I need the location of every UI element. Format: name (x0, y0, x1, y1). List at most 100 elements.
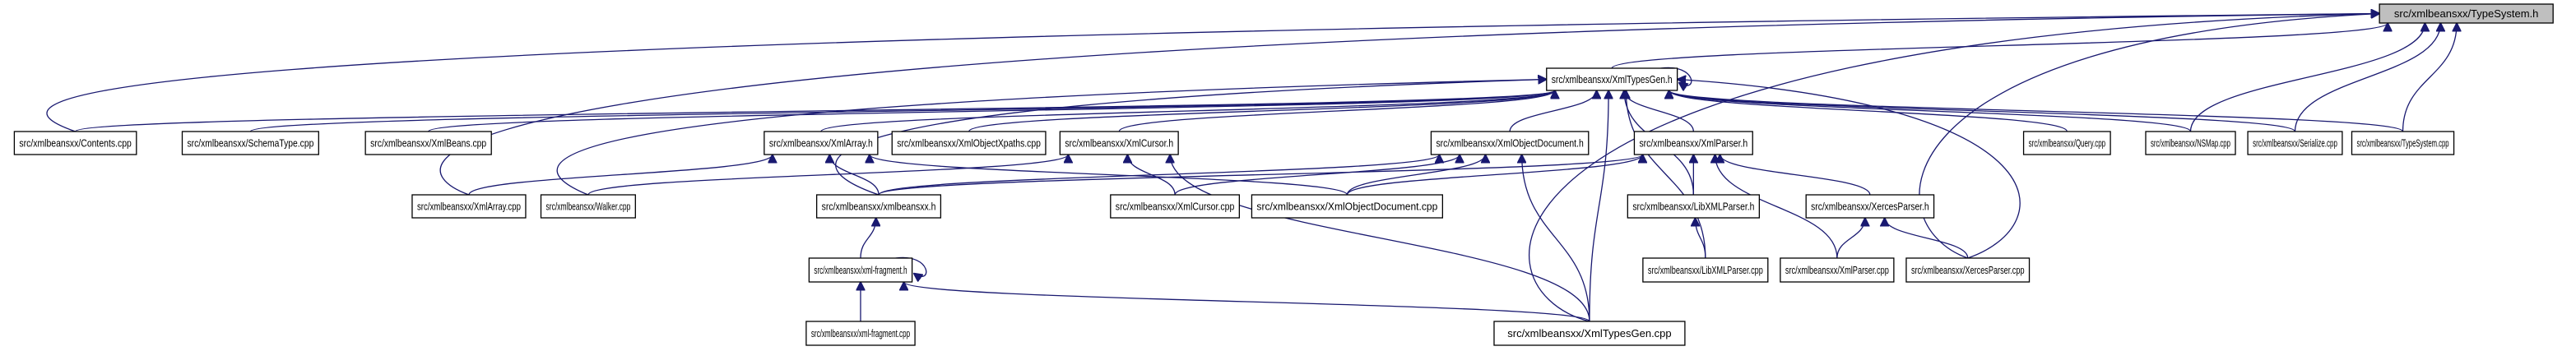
edge-xercesparser_cpp-to-typesystem_h (1919, 14, 2379, 259)
node-label: src/xmlbeansxx/XmlTypesGen.cpp (1507, 327, 1671, 339)
edge-contents_cpp-to-typesystem_h (46, 14, 2379, 132)
edge-xmlbeansxx_h-to-xmlarray_h (829, 155, 880, 196)
edge-xmlparser_cpp-to-xercesparser_h (1836, 218, 1865, 259)
edge-typesystem_cpp-to-typesystem_h (2402, 23, 2458, 132)
node-box[interactable] (2379, 3, 2554, 24)
node-label: src/xmlbeansxx/LibXMLParser.h (1632, 201, 1754, 213)
node-box[interactable] (1642, 257, 1769, 283)
node-xercesparser-cpp[interactable]: src/xmlbeansxx/XercesParser.cpp (1905, 257, 2031, 283)
node-box[interactable] (1251, 194, 1444, 219)
edge-query_cpp-to-xmltypesgen_h (1669, 90, 2068, 132)
edge-typesystem_cpp-to-xmltypesgen_h (1669, 90, 2404, 132)
node-box[interactable] (411, 194, 527, 219)
node-box[interactable] (2022, 131, 2111, 155)
edge-xercesparser_cpp-to-xmltypesgen_h (1678, 80, 2021, 259)
node-xmltypesgen-h[interactable]: src/xmlbeansxx/XmlTypesGen.h (1546, 67, 1678, 91)
edge-xmlarray_h-to-xmltypesgen_h (820, 90, 1555, 132)
node-xmltypesgen-cpp[interactable]: src/xmlbeansxx/XmlTypesGen.cpp (1493, 321, 1686, 346)
edges-layer (46, 14, 2458, 322)
node-typesystem-h[interactable]: src/xmlbeansxx/TypeSystem.h (2379, 3, 2554, 24)
node-libxmlparser-cpp[interactable]: src/xmlbeansxx/LibXMLParser.cpp (1642, 257, 1769, 283)
node-label: src/xmlbeansxx/TypeSystem.cpp (2356, 137, 2448, 150)
node-box[interactable] (808, 257, 913, 283)
node-box[interactable] (540, 194, 636, 219)
edge-xmlcursor_h-to-xmltypesgen_h (1118, 90, 1555, 132)
node-serialize-cpp[interactable]: src/xmlbeansxx/Serialize.cpp (2247, 131, 2343, 155)
edge-schematype_cpp-to-xmltypesgen_h (249, 90, 1554, 132)
node-xmlbeans-cpp[interactable]: src/xmlbeansxx/XmlBeans.cpp (364, 131, 492, 155)
node-box[interactable] (891, 131, 1047, 155)
node-xmlobjectxpaths-cpp[interactable]: src/xmlbeansxx/XmlObjectXpaths.cpp (891, 131, 1047, 155)
node-label: src/xmlbeansxx/XmlParser.h (1639, 137, 1748, 150)
node-label: src/xmlbeansxx/Serialize.cpp (2253, 137, 2337, 150)
node-xercesparser-h[interactable]: src/xmlbeansxx/XercesParser.h (1805, 194, 1935, 219)
node-box[interactable] (764, 131, 879, 155)
node-schematype-cpp[interactable]: src/xmlbeansxx/SchemaType.cpp (181, 131, 319, 155)
edge-walker_cpp-to-xmlcursor_h (587, 155, 1068, 196)
node-label: src/xmlbeansxx/NSMap.cpp (2151, 137, 2230, 150)
node-label: src/xmlbeansxx/XercesParser.cpp (1911, 264, 2025, 276)
edge-xmlobjectdocument_cpp-to-xmlobjectdocument_h (1346, 155, 1485, 196)
node-box[interactable] (1627, 194, 1761, 219)
node-box[interactable] (13, 131, 137, 155)
node-xmlfragment-h[interactable]: src/xmlbeansxx/xml-fragment.h (808, 257, 913, 283)
edge-xmlobjectdocument_cpp-to-xmlarray_h (870, 155, 1348, 196)
edge-nsmap_cpp-to-typesystem_h (2189, 23, 2425, 132)
edge-xmlbeansxx_h-to-xmlparser_h (878, 155, 1642, 196)
node-box[interactable] (2247, 131, 2343, 155)
node-box[interactable] (1430, 131, 1590, 155)
node-xmlfragment-cpp[interactable]: src/xmlbeansxx/xml-fragment.cpp (805, 321, 916, 346)
node-box[interactable] (364, 131, 492, 155)
node-xmlarray-h[interactable]: src/xmlbeansxx/XmlArray.h (764, 131, 879, 155)
node-xmlobjectdocument-cpp[interactable]: src/xmlbeansxx/XmlObjectDocument.cpp (1251, 194, 1444, 219)
node-xmlbeansxx-h[interactable]: src/xmlbeansxx/xmlbeansxx.h (815, 194, 942, 219)
node-box[interactable] (815, 194, 942, 219)
node-label: src/xmlbeansxx/XmlObjectDocument.cpp (1256, 201, 1437, 213)
edge-xmlparser_cpp-to-xmlparser_h (1715, 155, 1838, 259)
edge-libxmlparser_cpp-to-xmltypesgen_h (1626, 90, 1706, 259)
edge-xmlcursor_cpp-to-xmlobjectdocument_h (1174, 155, 1460, 196)
node-xmlobjectdocument-h[interactable]: src/xmlbeansxx/XmlObjectDocument.h (1430, 131, 1590, 155)
edge-nsmap_cpp-to-xmltypesgen_h (1669, 90, 2192, 132)
edge-xmltypesgen_cpp-to-xmlcursor_h (1170, 155, 1590, 322)
node-query-cpp[interactable]: src/xmlbeansxx/Query.cpp (2022, 131, 2111, 155)
edge-xmlarray_cpp-to-xmlarray_h (468, 155, 773, 196)
node-nsmap-cpp[interactable]: src/xmlbeansxx/NSMap.cpp (2145, 131, 2236, 155)
node-box[interactable] (805, 321, 916, 346)
node-xmlcursor-cpp[interactable]: src/xmlbeansxx/XmlCursor.cpp (1110, 194, 1241, 219)
node-box[interactable] (1059, 131, 1179, 155)
node-label: src/xmlbeansxx/Contents.cpp (19, 137, 131, 150)
node-box[interactable] (181, 131, 319, 155)
node-label: src/xmlbeansxx/Query.cpp (2029, 137, 2106, 150)
node-label: src/xmlbeansxx/TypeSystem.h (2394, 7, 2539, 20)
node-walker-cpp[interactable]: src/xmlbeansxx/Walker.cpp (540, 194, 636, 219)
node-xmlparser-cpp[interactable]: src/xmlbeansxx/XmlParser.cpp (1780, 257, 1895, 283)
node-label: src/xmlbeansxx/LibXMLParser.cpp (1648, 264, 1763, 276)
node-box[interactable] (2145, 131, 2236, 155)
node-label: src/xmlbeansxx/XmlTypesGen.h (1552, 73, 1673, 85)
node-xmlcursor-h[interactable]: src/xmlbeansxx/XmlCursor.h (1059, 131, 1179, 155)
node-label: src/xmlbeansxx/XmlArray.cpp (417, 201, 521, 213)
node-box[interactable] (1110, 194, 1241, 219)
edge-serialize_cpp-to-xmltypesgen_h (1669, 90, 2296, 132)
node-label: src/xmlbeansxx/XmlObjectDocument.h (1436, 137, 1583, 150)
node-xmlparser-h[interactable]: src/xmlbeansxx/XmlParser.h (1633, 131, 1753, 155)
nodes-layer: src/xmlbeansxx/TypeSystem.h src/xmlbeansx… (13, 3, 2554, 346)
node-label: src/xmlbeansxx/Walker.cpp (546, 201, 631, 213)
node-label: src/xmlbeansxx/SchemaType.cpp (187, 137, 313, 150)
edge-xmlobjectxpaths_cpp-to-xmltypesgen_h (968, 90, 1555, 132)
node-box[interactable] (1493, 321, 1686, 346)
node-typesystem-cpp[interactable]: src/xmlbeansxx/TypeSystem.cpp (2351, 131, 2455, 155)
node-box[interactable] (1546, 67, 1678, 91)
node-box[interactable] (1633, 131, 1753, 155)
node-box[interactable] (2351, 131, 2455, 155)
node-contents-cpp[interactable]: src/xmlbeansxx/Contents.cpp (13, 131, 137, 155)
node-box[interactable] (1780, 257, 1895, 283)
edge-xmltypesgen_h-to-typesystem_h (1611, 23, 2388, 69)
edge-xmlbeans_cpp-to-xmltypesgen_h (428, 90, 1555, 132)
node-libxmlparser-h[interactable]: src/xmlbeansxx/LibXMLParser.h (1627, 194, 1761, 219)
node-xmlarray-cpp[interactable]: src/xmlbeansxx/XmlArray.cpp (411, 194, 527, 219)
node-box[interactable] (1805, 194, 1935, 219)
node-box[interactable] (1905, 257, 2031, 283)
